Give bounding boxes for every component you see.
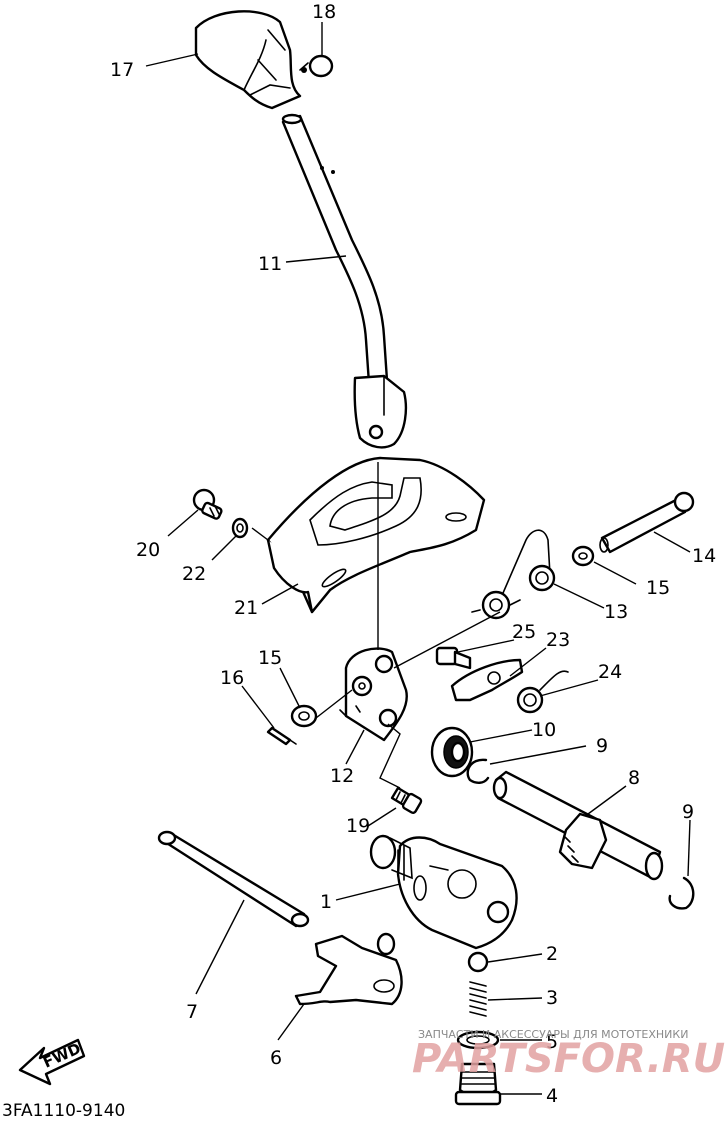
part-plate-spring [516, 670, 569, 714]
label-part-5: 5 [546, 1031, 558, 1053]
label-part-15-lower: 15 [258, 647, 282, 669]
part-pivot-pin [599, 491, 695, 554]
part-bolt-25 [435, 646, 472, 670]
part-detent-ball [467, 951, 489, 973]
label-part-9-lower: 9 [682, 801, 694, 823]
label-part-6: 6 [270, 1047, 282, 1069]
label-part-18: 18 [312, 1, 336, 23]
part-pivot-bracket [339, 647, 408, 742]
part-guide-rod [157, 830, 310, 928]
label-part-23: 23 [546, 629, 570, 651]
diagram-code: 3FA1110-9140 [2, 1101, 125, 1121]
part-washer-22 [231, 517, 249, 539]
label-part-1: 1 [320, 891, 332, 913]
label-part-16: 16 [220, 667, 244, 689]
part-washer-15-upper [571, 545, 595, 567]
part-washer-15-lower [290, 704, 318, 728]
part-return-spring [471, 529, 556, 620]
label-part-10: 10 [532, 719, 556, 741]
watermark-brand: PARTSFOR.RU [412, 1036, 725, 1082]
label-part-17: 17 [110, 59, 134, 81]
assembly-line-spring [393, 611, 501, 669]
label-part-8: 8 [628, 767, 640, 789]
assembly-line-bolt [379, 723, 401, 789]
part-circlip-lower [668, 876, 695, 910]
part-circlip-upper [466, 758, 490, 784]
part-shift-fork [294, 932, 403, 1006]
forward-direction-arrow: FWD [18, 1038, 86, 1086]
label-part-21: 21 [234, 597, 258, 619]
label-part-19: 19 [346, 815, 370, 837]
watermark: ЗАПЧАСТИ И АКСЕССУАРЫ ДЛЯ МОТОТЕХНИКИ PA… [412, 1028, 725, 1082]
label-part-13: 13 [604, 601, 628, 623]
label-part-7: 7 [186, 1001, 198, 1023]
label-part-24: 24 [598, 661, 622, 683]
part-gate-bolt [192, 488, 223, 520]
part-shift-shaft [492, 770, 664, 881]
part-shift-drum [369, 834, 518, 950]
part-plug-bolt [454, 1062, 502, 1106]
label-part-11: 11 [258, 253, 282, 275]
part-shift-knob [194, 10, 302, 110]
label-part-15-upper: 15 [646, 577, 670, 599]
part-shift-lever-rod [281, 113, 408, 449]
label-part-25: 25 [512, 621, 536, 643]
callout-labels: 17 18 11 20 22 21 14 15 13 25 23 24 15 1… [110, 1, 716, 1107]
part-shift-plate [450, 658, 524, 702]
label-part-12: 12 [330, 765, 354, 787]
label-part-22: 22 [182, 563, 206, 585]
part-detent-spring [469, 981, 487, 1017]
watermark-tagline: ЗАПЧАСТИ И АКСЕССУАРЫ ДЛЯ МОТОТЕХНИКИ [418, 1028, 688, 1041]
part-shift-gate [266, 456, 486, 614]
label-part-20: 20 [136, 539, 160, 561]
part-gasket [456, 1030, 500, 1050]
label-part-2: 2 [546, 943, 558, 965]
label-part-9-upper: 9 [596, 735, 608, 757]
label-part-14: 14 [692, 545, 716, 567]
part-cotter-pin [266, 726, 297, 746]
part-knob-screw [299, 54, 334, 78]
label-part-3: 3 [546, 987, 558, 1009]
assembly-line-washer-lower [315, 689, 353, 719]
leader-lines [145, 22, 691, 1095]
assembly-line-washer [251, 527, 269, 541]
label-part-4: 4 [546, 1085, 558, 1107]
part-oil-seal [430, 726, 474, 778]
part-bolt-19 [390, 786, 423, 814]
